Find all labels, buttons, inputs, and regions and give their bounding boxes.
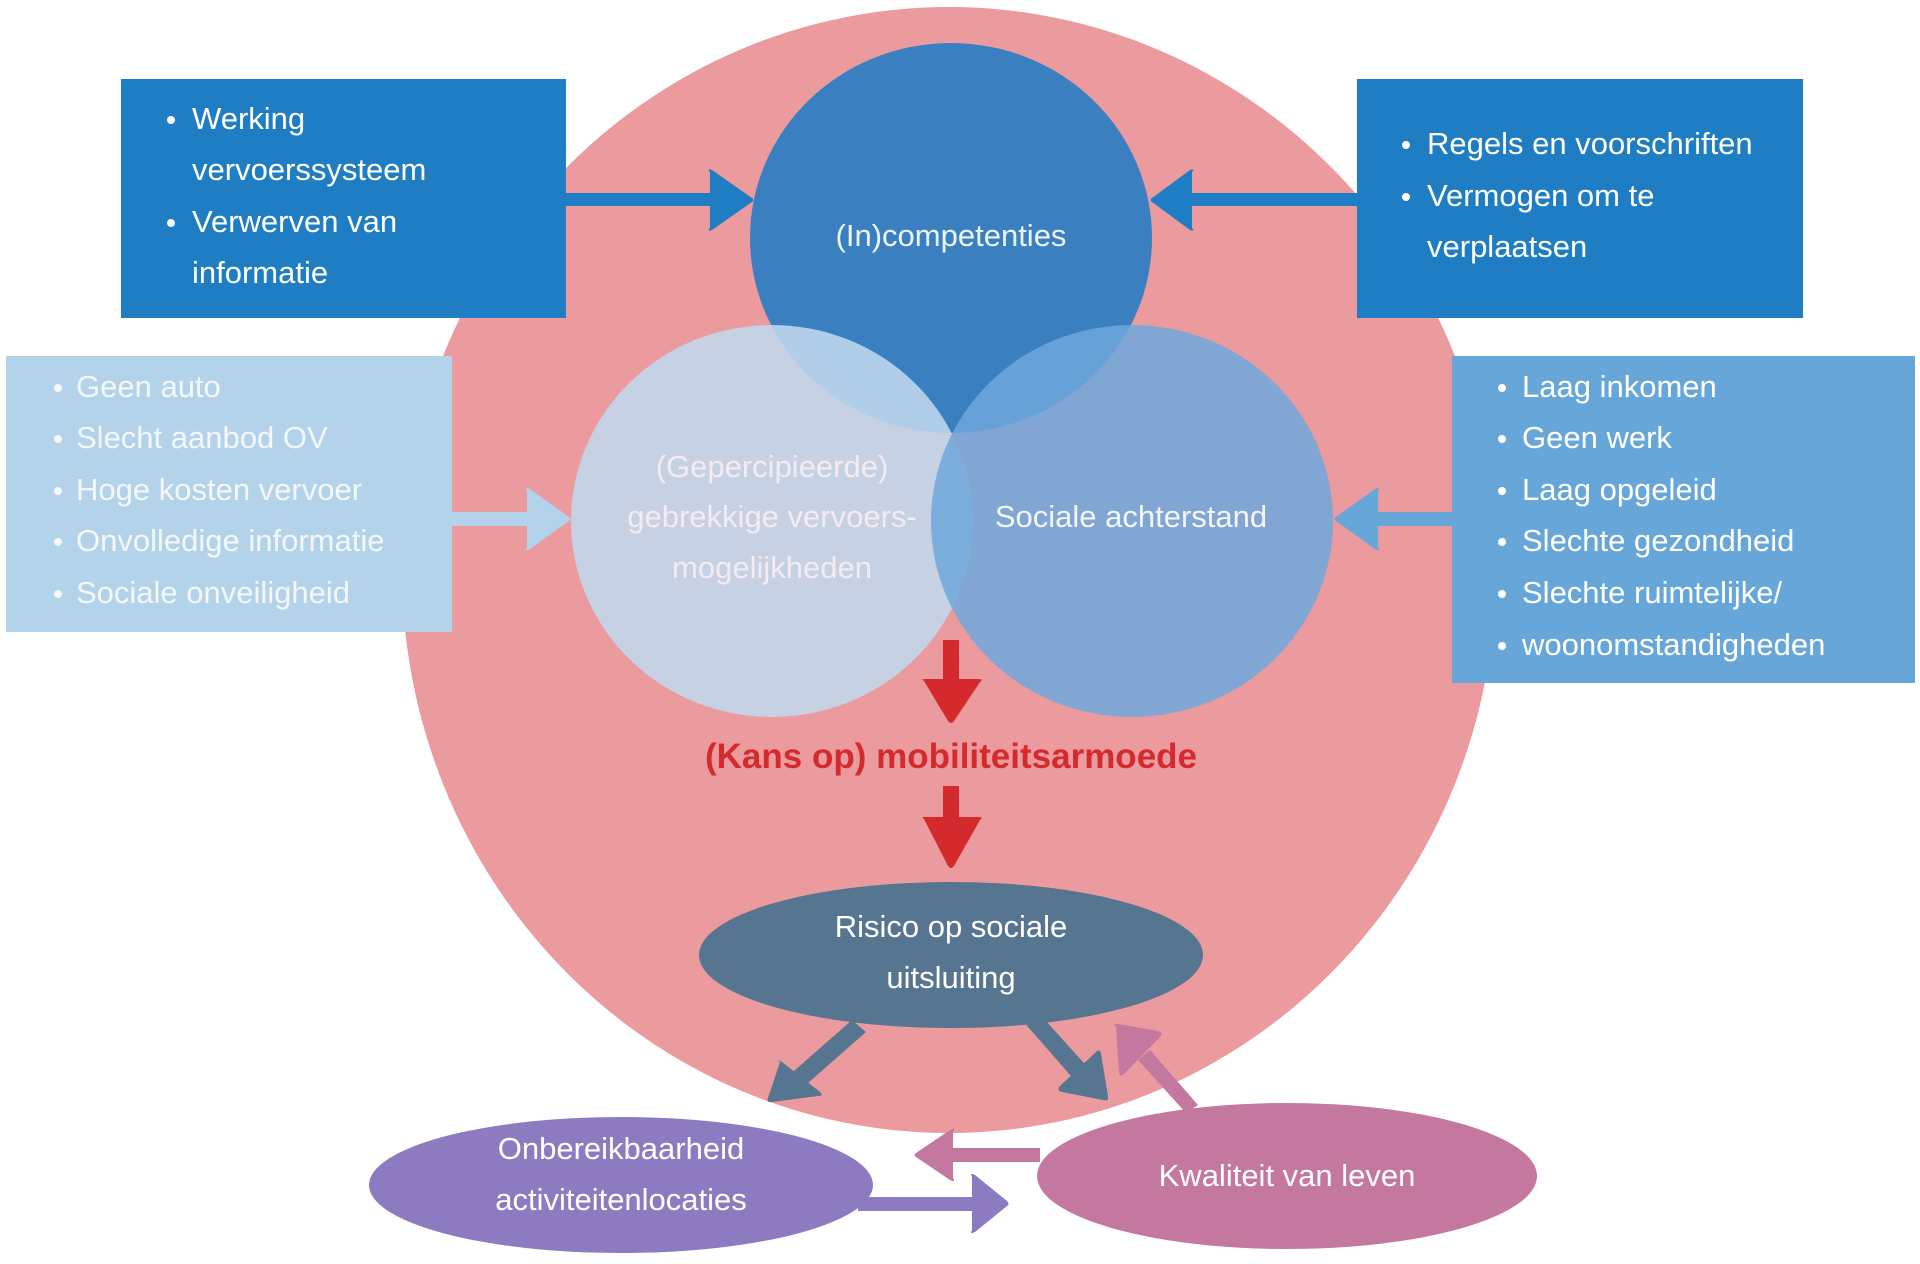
unreachability-label-line-2: activiteitenlocaties (495, 1182, 747, 1217)
arrow-top-left-to-competencies (566, 169, 754, 231)
list-item-text: Hoge kosten vervoer (76, 472, 363, 507)
transport-options-box: Geen auto Slecht aanbod OV Hoge kosten v… (6, 356, 452, 632)
list-item-text: Regels en voorschriften (1427, 126, 1753, 161)
list-item-text: Werking (192, 101, 306, 136)
bullet-icon (167, 116, 175, 124)
arrow-risk-to-unreachability (767, 1020, 866, 1103)
list-item-text: informatie (192, 255, 329, 290)
list-item-text: Slechte gezondheid (1522, 523, 1795, 558)
bullet-icon (1498, 384, 1506, 392)
arrow-risk-to-quality (1022, 1010, 1109, 1101)
bullet-icon (54, 538, 62, 546)
arrow-unreachability-to-quality (858, 1173, 1009, 1234)
perceived-transport-label-line-2: gebrekkige vervoers- (627, 499, 917, 534)
bullet-icon (54, 435, 62, 443)
list-item-text: Sociale onveiligheid (76, 575, 351, 610)
bullet-icon (54, 384, 62, 392)
arrow-circles-to-outcome (922, 640, 982, 723)
arrow-middle-left-to-perceived (452, 487, 571, 551)
list-item-text: Onvolledige informatie (76, 523, 385, 558)
list-item-text: Verwerven van (192, 204, 398, 239)
mobility-poverty-label: (Kans op) mobiliteitsarmoede (704, 737, 1198, 776)
quality-of-life-label: Kwaliteit van leven (1158, 1158, 1416, 1193)
list-item-text: Geen auto (76, 369, 221, 404)
list-item-text: verplaatsen (1427, 229, 1588, 264)
arrow-middle-right-to-social (1334, 487, 1452, 551)
list-item-text: Geen werk (1522, 420, 1672, 455)
bullet-icon (1498, 487, 1506, 495)
transport-system-knowledge-box: Werking vervoerssysteem Verwerven van in… (121, 79, 566, 318)
unreachability-label-line-1: Onbereikbaarheid (497, 1131, 745, 1166)
list-item-text: Laag inkomen (1522, 369, 1717, 404)
social-disadvantage-circle (931, 325, 1333, 717)
bullet-icon (1498, 538, 1506, 546)
bullet-icon (54, 487, 62, 495)
social-disadvantage-factors-box: Laag inkomen Geen werk Laag opgeleid Sle… (1452, 356, 1915, 683)
risk-label-line-1: Risico op sociale (834, 909, 1068, 944)
perceived-transport-circle (571, 325, 973, 717)
bullet-icon (1498, 435, 1506, 443)
bullet-icon (1402, 193, 1410, 201)
risk-label-line-2: uitsluiting (886, 960, 1016, 995)
arrow-quality-to-unreachability (914, 1128, 1040, 1182)
arrow-outcome-to-risk (922, 786, 982, 868)
social-disadvantage-label: Sociale achterstand (994, 499, 1268, 534)
list-item-text: Laag opgeleid (1522, 472, 1717, 507)
competencies-label: (In)competenties (835, 218, 1067, 253)
perceived-transport-label-line-3: mogelijkheden (672, 550, 872, 585)
list-item-text: Slecht aanbod OV (76, 420, 328, 455)
list-item-text: Vermogen om te (1427, 178, 1655, 213)
rules-and-ability-box: Regels en voorschriften Vermogen om te v… (1357, 79, 1803, 318)
list-item-text: Slechte ruimtelijke/ (1522, 575, 1783, 610)
risk-social-exclusion-ellipse (699, 882, 1203, 1028)
arrow-top-right-to-competencies (1150, 169, 1357, 231)
bullet-icon (1498, 590, 1506, 598)
list-item-text: vervoerssysteem (192, 152, 427, 187)
unreachability-ellipse (369, 1117, 873, 1253)
bullet-icon (54, 590, 62, 598)
competencies-circle (750, 43, 1152, 433)
list-item-text: woonomstandigheden (1522, 627, 1826, 662)
bullet-icon (1498, 642, 1506, 650)
bullet-icon (167, 219, 175, 227)
quality-of-life-ellipse (1037, 1103, 1537, 1249)
arrow-quality-to-risk (1114, 1023, 1198, 1113)
bullet-icon (1402, 141, 1410, 149)
perceived-transport-label-line-1: (Gepercipieerde) (655, 449, 889, 484)
